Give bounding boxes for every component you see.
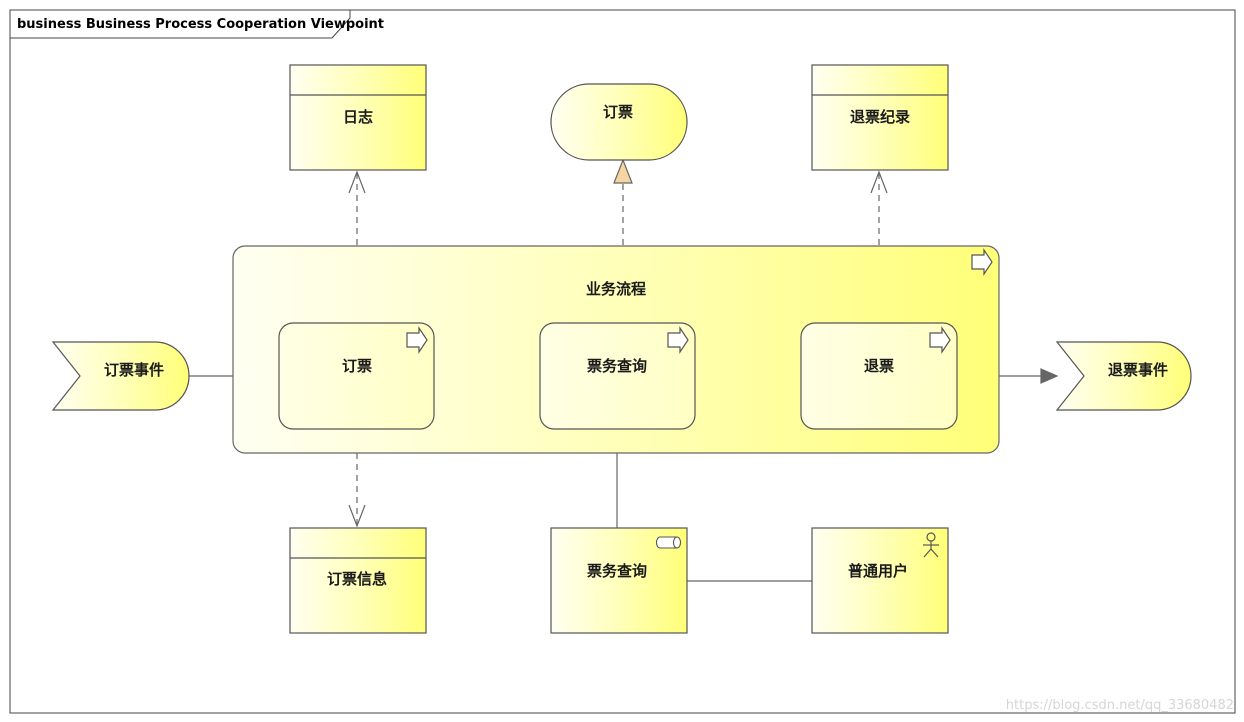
query-app-label: 票务查询 [587, 562, 647, 580]
business-event-booking[interactable]: 订票事件 [51, 341, 190, 411]
business-event-refund[interactable]: 退票事件 [1055, 341, 1192, 411]
frame-title-tab [9, 9, 351, 39]
process-group-label: 业务流程 [586, 280, 646, 298]
access-arrowhead-refund-record [870, 170, 888, 194]
process-group-arrow-icon [971, 248, 993, 276]
process-booking-arrow-icon [406, 326, 428, 354]
process-refund-arrow-icon [929, 326, 951, 354]
business-object-log[interactable]: 日志 [289, 64, 427, 171]
business-object-refund-record[interactable]: 退票纪录 [811, 64, 949, 171]
refund-record-label: 退票纪录 [850, 108, 910, 126]
process-refund-label: 退票 [864, 357, 894, 375]
log-label: 日志 [343, 108, 373, 126]
application-component-query[interactable]: 票务查询 [550, 527, 688, 634]
booking-service-label: 订票 [603, 103, 633, 121]
booking-event-label: 订票事件 [104, 361, 164, 379]
business-service-booking[interactable]: 订票 [550, 83, 688, 161]
process-booking[interactable]: 订票 [278, 322, 435, 430]
process-refund[interactable]: 退票 [800, 322, 958, 430]
watermark-text: https://blog.csdn.net/qq_33680482 [1006, 698, 1234, 713]
booking-info-label: 订票信息 [327, 570, 387, 588]
process-query-arrow-icon [667, 326, 689, 354]
process-booking-label: 订票 [342, 357, 372, 375]
business-object-booking-info[interactable]: 订票信息 [289, 527, 427, 634]
refund-event-label: 退票事件 [1108, 361, 1168, 379]
process-ticket-query[interactable]: 票务查询 [539, 322, 696, 430]
access-arrowhead-log [348, 170, 366, 194]
user-label: 普通用户 [848, 562, 908, 580]
access-arrowhead-booking-info-bottom [348, 504, 366, 528]
realization-arrowhead-service [613, 158, 633, 184]
trigger-arrowhead-refund-event [1040, 368, 1059, 384]
cylinder-icon [656, 536, 681, 549]
actor-icon [923, 532, 939, 558]
frame-title: business Business Process Cooperation Vi… [17, 17, 384, 32]
business-actor-user[interactable]: 普通用户 [811, 527, 949, 634]
process-query-label: 票务查询 [587, 357, 647, 375]
